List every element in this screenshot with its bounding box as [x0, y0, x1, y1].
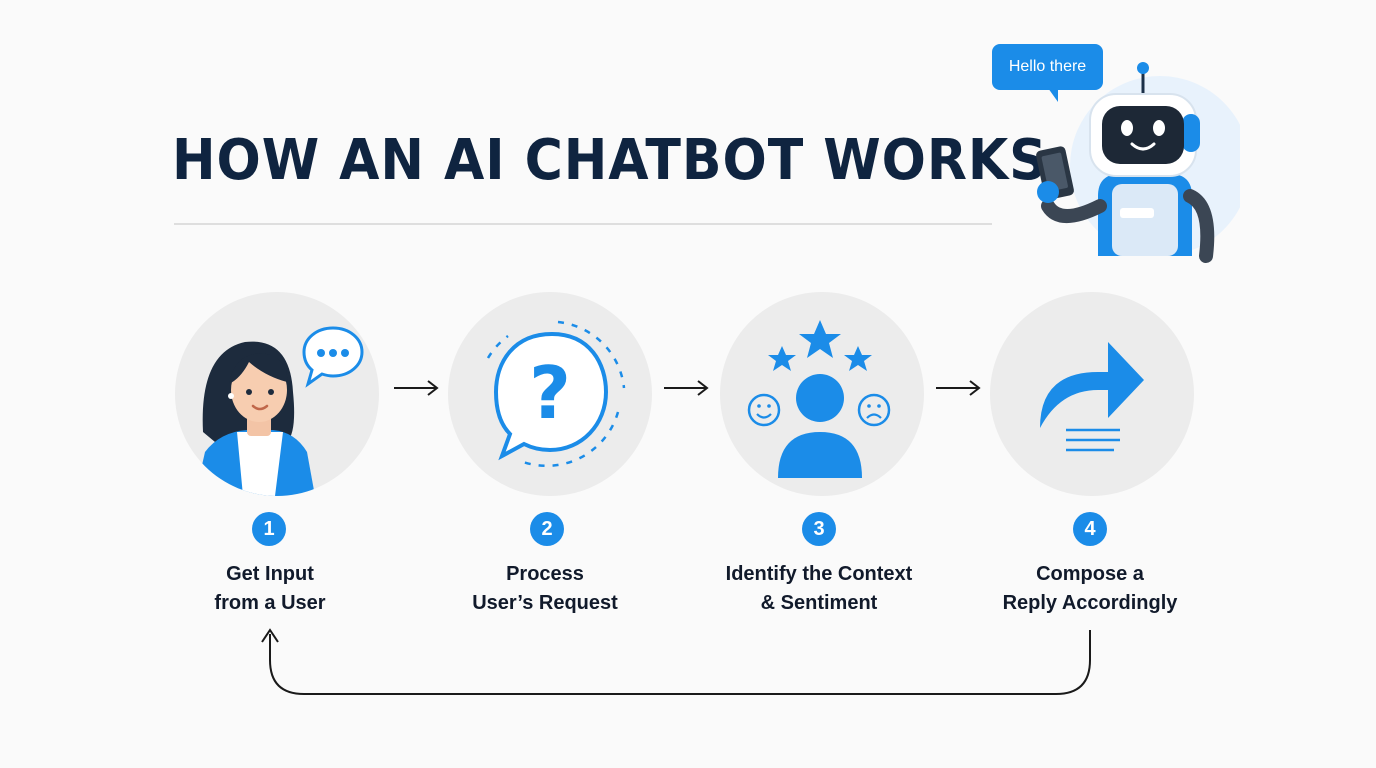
step-1-circle: [175, 292, 379, 496]
step-4-label-line2: Reply Accordingly: [1002, 592, 1178, 614]
user-woman-icon: [195, 341, 315, 496]
step-4-circle: [990, 292, 1194, 496]
step-1-label-line1: Get Input: [226, 563, 314, 585]
arrow-right-icon: [936, 380, 981, 396]
reply-arrow-icon: [1040, 342, 1144, 452]
chat-dots-icon: [302, 326, 364, 388]
step-2-label-line2: User’s Request: [472, 592, 618, 614]
step-2-circle: ?: [448, 292, 652, 496]
step-3-circle: [720, 292, 924, 496]
step-4-label: Compose a Reply Accordingly: [970, 560, 1210, 618]
step-3-label-line2: & Sentiment: [760, 592, 878, 614]
person-sentiment-icon: [747, 320, 891, 478]
step-3-label-line1: Identify the Context: [725, 563, 913, 585]
step-1-label-line2: from a User: [214, 592, 326, 614]
step-1-badge: 1: [252, 512, 286, 546]
question-bubble-icon: ?: [486, 320, 626, 468]
svg-text:?: ?: [529, 351, 571, 435]
step-3-label: Identify the Context & Sentiment: [699, 560, 939, 618]
step-2-badge: 2: [530, 512, 564, 546]
speech-bubble-tail: [1038, 88, 1058, 102]
step-3-badge: 3: [802, 512, 836, 546]
title-divider: [174, 223, 992, 225]
step-2-label: Process User’s Request: [425, 560, 665, 618]
step-4-badge: 4: [1073, 512, 1107, 546]
page-title: HOW AN AI CHATBOT WORKS: [172, 128, 1048, 193]
step-2-label-line1: Process: [506, 563, 584, 585]
hello-speech-bubble: Hello there: [992, 44, 1103, 90]
arrow-right-icon: [394, 380, 439, 396]
arrow-right-icon: [664, 380, 709, 396]
step-4-label-line1: Compose a: [1036, 563, 1144, 585]
robot-icon: [1036, 62, 1240, 263]
step-1-label: Get Input from a User: [150, 560, 390, 618]
